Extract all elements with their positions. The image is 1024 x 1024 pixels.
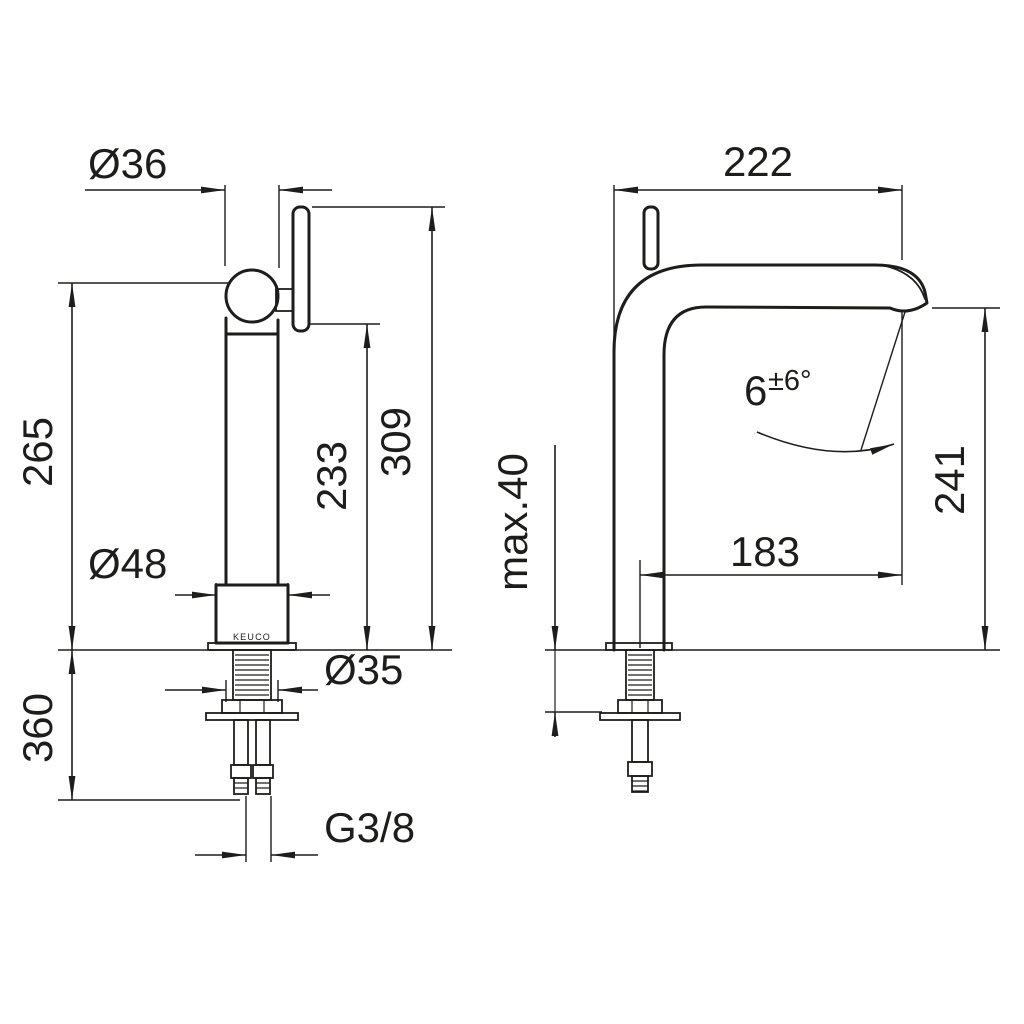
base-flange-side <box>605 642 673 651</box>
side-mounting-assembly <box>599 649 681 793</box>
dim-outlet-height: 241 <box>926 307 1000 650</box>
dim-label-axis-height: 265 <box>14 417 61 487</box>
dim-base-diameter: Ø48 <box>88 540 330 607</box>
dim-underside-height: 233 <box>308 323 380 650</box>
mounting-washer <box>205 712 299 721</box>
hose-connector-right <box>255 777 271 795</box>
front-faucet: KEUCO <box>205 205 311 795</box>
lever-connector <box>275 288 294 312</box>
dim-axis-height: 265 <box>14 282 230 650</box>
supply-hose-side <box>631 719 649 763</box>
hose-connector-left <box>233 777 249 795</box>
front-view: KEUCO Ø36 <box>14 140 452 862</box>
ext-lines <box>245 796 272 862</box>
dim-total-height: 309 <box>312 206 445 650</box>
aerator-seam <box>885 265 926 300</box>
dim-label-outlet-angle-tolerance: ±6° <box>768 365 812 397</box>
angle-reference-line <box>860 311 906 451</box>
brand-logo: KEUCO <box>233 632 271 642</box>
shank-threads <box>235 654 269 696</box>
side-faucet <box>599 205 929 793</box>
nut-facets-side <box>631 700 649 713</box>
lever-handle-side <box>642 205 660 271</box>
dim-label-spout-diameter: Ø36 <box>88 140 167 187</box>
dim-below-deck-length: 360 <box>14 650 240 801</box>
nut-facets <box>239 700 265 713</box>
connector-ribs <box>234 782 270 789</box>
supply-hose-right <box>255 719 271 766</box>
mounting-nut <box>221 699 283 714</box>
dim-max-deck-thickness: max.40 <box>489 445 602 737</box>
lever-handle <box>291 205 311 333</box>
dim-label-below-deck-length: 360 <box>14 693 61 763</box>
dim-label-underside-height: 233 <box>308 441 355 511</box>
dim-projection: 222 <box>613 138 903 338</box>
dim-connection-thread: G3/8 <box>195 796 415 862</box>
ext-lines <box>224 185 280 268</box>
joint-ball <box>224 268 280 324</box>
dim-outlet-angle: 6 ±6° <box>744 311 906 455</box>
riser-tube <box>224 316 280 587</box>
dim-label-outlet-angle-value: 6 <box>744 367 767 414</box>
dim-label-outlet-height: 241 <box>926 445 973 515</box>
ext-lines <box>613 185 903 338</box>
hose-fitting-left <box>230 764 252 779</box>
supply-hose-left <box>233 719 249 766</box>
angle-arc <box>756 431 895 455</box>
side-view: 222 max.40 241 183 6 ±6° <box>489 138 1000 793</box>
dim-label-outlet-projection: 183 <box>730 528 800 575</box>
dim-spout-diameter: Ø36 <box>85 140 332 268</box>
dim-label-connection-thread: G3/8 <box>324 804 415 851</box>
dim-label-total-height: 309 <box>372 407 419 477</box>
dim-mounting-hole: Ø35 <box>165 646 403 702</box>
hose-fitting-side <box>627 761 653 777</box>
connector-ribs-side <box>632 780 648 792</box>
mounting-nut-side <box>617 699 663 714</box>
ext-lines <box>215 583 289 607</box>
spout-profile <box>612 263 929 652</box>
hose-connector-side <box>631 775 649 793</box>
hose-fitting-right <box>252 764 274 779</box>
dim-label-mounting-hole: Ø35 <box>324 646 403 693</box>
dim-label-base-diameter: Ø48 <box>88 540 167 587</box>
dim-outlet-projection: 183 <box>639 312 903 648</box>
dim-label-max-deck-thickness: max.40 <box>489 453 536 591</box>
dim-label-projection: 222 <box>723 138 793 185</box>
mounting-washer-side <box>599 712 681 721</box>
front-mounting-assembly <box>205 649 299 795</box>
shank-threads-side <box>628 654 652 696</box>
